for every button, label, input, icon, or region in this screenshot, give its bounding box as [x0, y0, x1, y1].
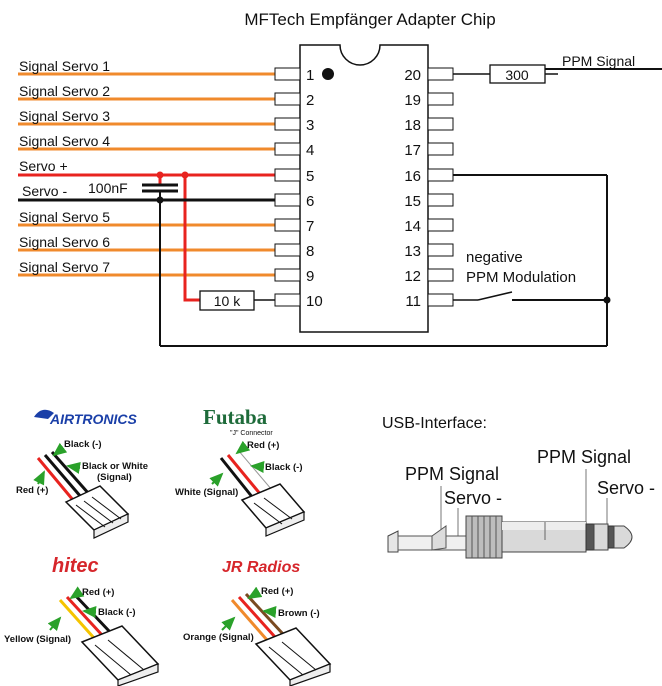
airtronics-signal-b: (Signal) — [97, 472, 132, 483]
airtronics-logo-icon — [34, 409, 54, 419]
usb-servo-left: Servo - — [444, 488, 502, 508]
resistor-10k: 10 k — [199, 290, 275, 311]
jr-red: Red (+) — [261, 586, 293, 597]
futaba-white: White (Signal) — [175, 487, 238, 498]
ppm-modulation-label: PPM Modulation — [466, 269, 576, 286]
futaba-connector-type: "J" Connector — [230, 430, 273, 437]
capacitor-100nf — [142, 183, 178, 193]
pin-number: 12 — [404, 268, 421, 285]
pin-number: 18 — [404, 117, 421, 134]
pin1-marker — [322, 68, 334, 80]
left-pins — [274, 67, 301, 307]
label-capacitor: 100nF — [88, 180, 128, 196]
connector-airtronics: AIRTRONICS Black (-) Black or White (Sig… — [16, 409, 148, 539]
usb-interface: USB-Interface: PPM Signal Servo - PPM Si… — [382, 415, 655, 559]
plus-wire — [18, 171, 275, 302]
minus-wire — [18, 174, 611, 347]
airtronics-signal-a: Black or White — [82, 461, 148, 472]
resistor-10k-label: 10 k — [214, 293, 241, 309]
usb-ppm-left: PPM Signal — [405, 464, 499, 484]
label-servo-plus: Servo + — [19, 158, 68, 174]
pin-number: 3 — [306, 117, 314, 134]
pin-number: 20 — [404, 67, 421, 84]
label-servo-minus: Servo - — [22, 183, 67, 199]
futaba-red: Red (+) — [247, 440, 279, 451]
hitec-black: Black (-) — [98, 607, 135, 618]
pin-number: 13 — [404, 243, 421, 260]
airtronics-red: Red (+) — [16, 485, 48, 496]
hitec-yellow: Yellow (Signal) — [4, 634, 71, 645]
brand-futaba: Futaba — [203, 405, 268, 429]
label-servo-6: Signal Servo 6 — [19, 234, 110, 250]
pin-number: 4 — [306, 142, 314, 159]
pin-number: 10 — [306, 293, 323, 310]
pin-number: 6 — [306, 193, 314, 210]
label-servo-1: Signal Servo 1 — [19, 58, 110, 74]
pin-number: 17 — [404, 142, 421, 159]
chip — [299, 44, 429, 333]
pin-number: 2 — [306, 92, 314, 109]
negative-label: negative — [466, 249, 523, 266]
brand-hitec: hitec — [52, 555, 99, 577]
hitec-red: Red (+) — [82, 587, 114, 598]
brand-airtronics: AIRTRONICS — [49, 411, 138, 427]
brand-jr: JR Radios — [222, 559, 300, 576]
pin-number: 14 — [404, 218, 421, 235]
signal-wires — [18, 72, 275, 277]
resistor-300-label: 300 — [505, 67, 529, 83]
ppm-signal-label: PPM Signal — [562, 53, 635, 69]
airtronics-black: Black (-) — [64, 439, 101, 450]
connector-jr: JR Radios Red (+) Brown (-) Orange (Sign… — [183, 559, 332, 686]
jr-orange: Orange (Signal) — [183, 632, 254, 643]
pin-numbers-left: 1 2 3 4 5 6 7 8 9 10 — [306, 67, 323, 310]
pin-number: 19 — [404, 92, 421, 109]
label-servo-7: Signal Servo 7 — [19, 259, 110, 275]
label-servo-3: Signal Servo 3 — [19, 108, 110, 124]
pin-number: 15 — [404, 193, 421, 210]
connector-futaba: Futaba "J" Connector Red (+) Black (-) W… — [175, 405, 306, 537]
stereo-jack-plug-icon — [387, 515, 633, 559]
jr-brown: Brown (-) — [278, 608, 320, 619]
label-servo-5: Signal Servo 5 — [19, 209, 110, 225]
pin-numbers-right: 20 19 18 17 16 15 14 13 12 11 — [404, 67, 421, 310]
pin-number: 1 — [306, 67, 314, 84]
usb-interface-title: USB-Interface: — [382, 415, 487, 432]
pin-number: 16 — [404, 168, 421, 185]
connector-hitec: hitec Red (+) Black (-) Yellow (Signal) — [4, 555, 160, 686]
diagram-title: MFTech Empfänger Adapter Chip — [244, 10, 495, 29]
futaba-black: Black (-) — [265, 462, 302, 473]
modulation-switch: negative PPM Modulation — [453, 249, 607, 301]
usb-ppm-right: PPM Signal — [537, 447, 631, 467]
pin-number: 8 — [306, 243, 314, 260]
pin-number: 11 — [405, 293, 421, 310]
pin-number: 9 — [306, 268, 314, 285]
ppm-output: 300 PPM Signal — [453, 53, 662, 84]
pin-number: 7 — [306, 218, 314, 235]
left-wire-labels: Signal Servo 1 Signal Servo 2 Signal Ser… — [19, 58, 128, 275]
pin-number: 5 — [306, 168, 314, 185]
right-pins — [427, 67, 454, 307]
usb-servo-right: Servo - — [597, 478, 655, 498]
label-servo-2: Signal Servo 2 — [19, 83, 110, 99]
label-servo-4: Signal Servo 4 — [19, 133, 110, 149]
